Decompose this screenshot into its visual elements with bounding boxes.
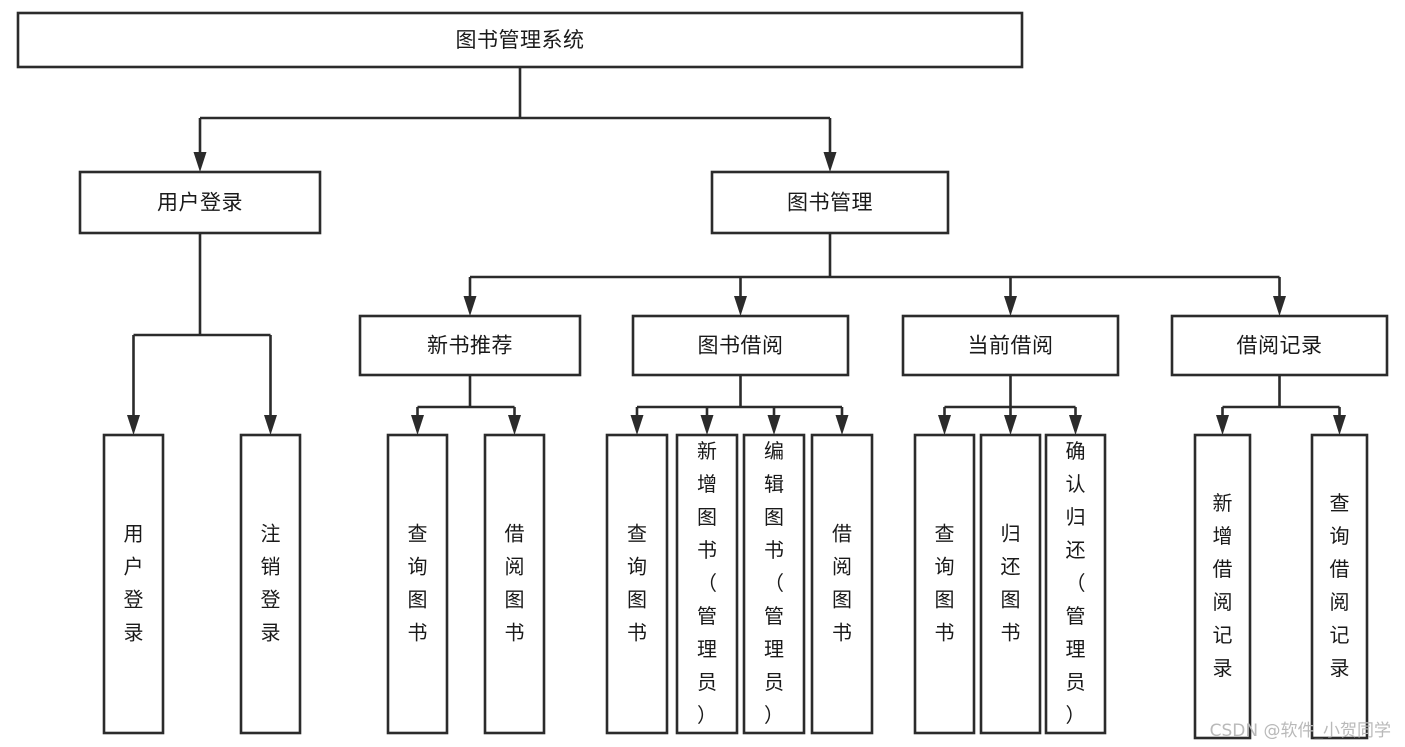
- node-leaf-borrow-book-2[interactable]: 借阅图书: [810, 433, 874, 735]
- node-label: 确认归还（管理员）: [1066, 439, 1086, 727]
- connector-group-new-book-rec: [411, 375, 521, 435]
- arrow-head-icon: [508, 415, 521, 435]
- node-label: 用户登录: [157, 191, 243, 215]
- arrow-head-icon: [193, 152, 207, 172]
- node-box[interactable]: [605, 433, 669, 735]
- node-label: 借阅图书: [832, 521, 852, 644]
- arrow-head-icon: [835, 415, 849, 435]
- node-label: 查询图书: [408, 521, 428, 644]
- node-box[interactable]: [979, 433, 1042, 735]
- node-book-borrow[interactable]: 图书借阅: [631, 314, 850, 377]
- node-leaf-confirm-return-admin[interactable]: 确认归还（管理员）: [1044, 433, 1107, 735]
- node-leaf-borrow-book-1[interactable]: 借阅图书: [483, 433, 546, 735]
- arrow-head-icon: [630, 415, 644, 435]
- node-box[interactable]: [631, 314, 850, 377]
- node-label: 注销登录: [261, 521, 281, 644]
- node-box[interactable]: [78, 170, 322, 235]
- node-label: 新增借阅记录: [1213, 491, 1233, 680]
- node-current-borrow[interactable]: 当前借阅: [901, 314, 1120, 377]
- node-label: 用户登录: [124, 521, 144, 644]
- arrow-head-icon: [823, 152, 837, 172]
- node-label: 借阅记录: [1237, 334, 1323, 358]
- node-leaf-query-record[interactable]: 查询借阅记录: [1310, 433, 1369, 740]
- nodes-layer: 图书管理系统用户登录图书管理新书推荐图书借阅当前借阅借阅记录用户登录注销登录查询…: [16, 11, 1389, 740]
- node-box[interactable]: [1310, 433, 1369, 740]
- node-leaf-edit-book-admin[interactable]: 编辑图书（管理员）: [742, 433, 806, 735]
- node-label: 编辑图书（管理员）: [764, 439, 784, 727]
- node-leaf-return-book[interactable]: 归还图书: [979, 433, 1042, 735]
- arrow-head-icon: [1273, 296, 1286, 316]
- connector-group-user-login: [127, 233, 277, 435]
- node-leaf-add-record[interactable]: 新增借阅记录: [1193, 433, 1252, 740]
- node-box[interactable]: [102, 433, 165, 735]
- connector-group-root: [193, 67, 837, 172]
- node-label: 借阅图书: [505, 521, 525, 644]
- node-label: 新增图书（管理员）: [697, 439, 717, 727]
- node-user-login[interactable]: 用户登录: [78, 170, 322, 235]
- node-box[interactable]: [710, 170, 950, 235]
- node-box[interactable]: [1044, 433, 1107, 735]
- node-leaf-user-login[interactable]: 用户登录: [102, 433, 165, 735]
- node-box[interactable]: [742, 433, 806, 735]
- node-leaf-add-book-admin[interactable]: 新增图书（管理员）: [675, 433, 739, 735]
- arrow-head-icon: [264, 415, 277, 435]
- arrow-head-icon: [1333, 415, 1346, 435]
- arrow-head-icon: [127, 415, 140, 435]
- connector-group-book-borrow: [630, 375, 849, 435]
- node-label: 图书管理系统: [456, 28, 585, 52]
- node-root[interactable]: 图书管理系统: [16, 11, 1024, 69]
- arrow-head-icon: [411, 415, 424, 435]
- connector-group-book-manage: [463, 233, 1286, 316]
- connector-group-borrow-record: [1216, 375, 1346, 435]
- node-leaf-query-book-2[interactable]: 查询图书: [605, 433, 669, 735]
- node-label: 图书管理: [787, 191, 873, 215]
- node-label: 查询图书: [627, 521, 647, 644]
- arrow-head-icon: [700, 415, 714, 435]
- node-box[interactable]: [1170, 314, 1389, 377]
- node-leaf-query-book-1[interactable]: 查询图书: [386, 433, 449, 735]
- arrow-head-icon: [1004, 296, 1017, 316]
- node-box[interactable]: [1193, 433, 1252, 740]
- node-box[interactable]: [810, 433, 874, 735]
- node-label: 归还图书: [1001, 521, 1021, 644]
- node-new-book-rec[interactable]: 新书推荐: [358, 314, 582, 377]
- node-box[interactable]: [901, 314, 1120, 377]
- arrow-head-icon: [1069, 415, 1082, 435]
- arrow-head-icon: [1004, 415, 1017, 435]
- node-box[interactable]: [675, 433, 739, 735]
- arrow-head-icon: [767, 415, 781, 435]
- watermark-text: CSDN @软件_小贺同学: [1209, 721, 1391, 741]
- node-box[interactable]: [483, 433, 546, 735]
- node-label: 查询图书: [935, 521, 955, 644]
- node-box[interactable]: [16, 11, 1024, 69]
- node-label: 图书借阅: [698, 334, 784, 358]
- node-box[interactable]: [386, 433, 449, 735]
- arrow-head-icon: [938, 415, 951, 435]
- arrow-head-icon: [463, 296, 477, 316]
- arrow-head-icon: [1216, 415, 1229, 435]
- connectors-layer: [127, 67, 1346, 435]
- node-borrow-record[interactable]: 借阅记录: [1170, 314, 1389, 377]
- node-label: 新书推荐: [427, 334, 513, 358]
- node-leaf-logout[interactable]: 注销登录: [239, 433, 302, 735]
- node-box[interactable]: [239, 433, 302, 735]
- connector-group-current-borrow: [938, 375, 1082, 435]
- node-label: 查询借阅记录: [1330, 491, 1350, 680]
- arrow-head-icon: [734, 296, 747, 316]
- node-box[interactable]: [913, 433, 976, 735]
- node-box[interactable]: [358, 314, 582, 377]
- node-book-manage[interactable]: 图书管理: [710, 170, 950, 235]
- node-label: 当前借阅: [968, 334, 1054, 358]
- node-leaf-query-book-3[interactable]: 查询图书: [913, 433, 976, 735]
